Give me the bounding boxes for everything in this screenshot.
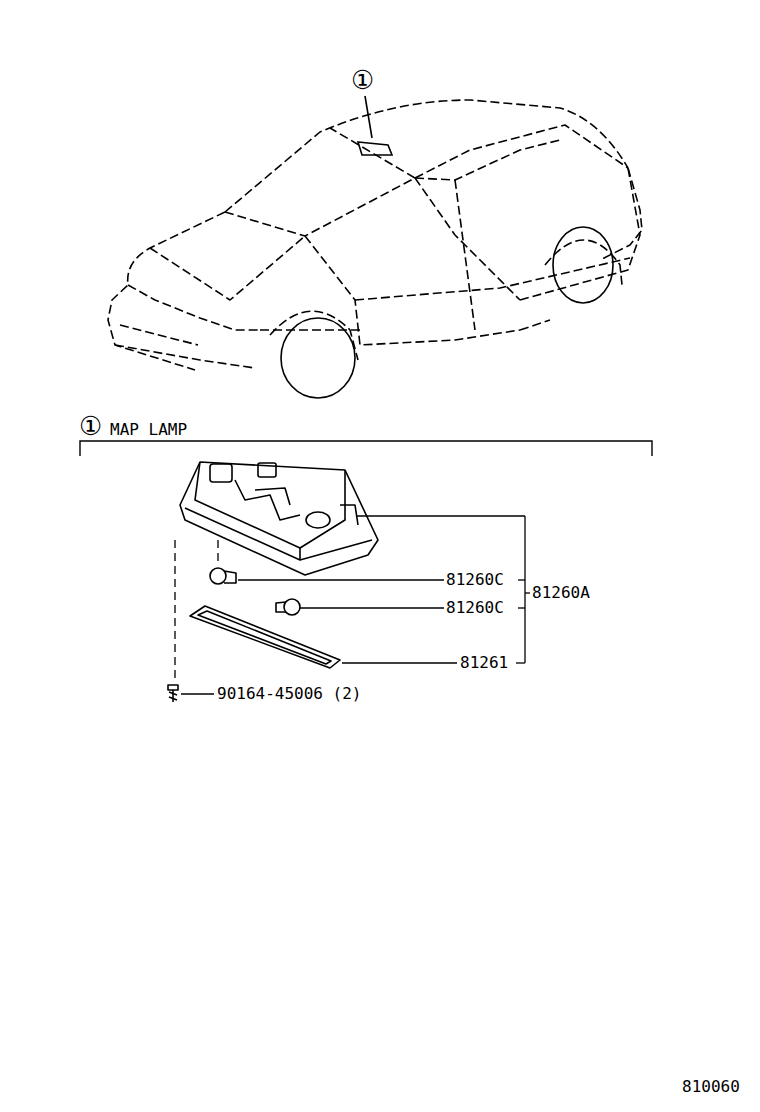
part-number: 81260C — [446, 599, 504, 617]
diagram-code: 810060 — [682, 1078, 740, 1096]
callout-number: ① — [351, 66, 374, 94]
section-title: MAP LAMP — [110, 421, 187, 439]
part-number: 81260C — [446, 571, 504, 589]
part-number: 90164-45006 (2) — [217, 685, 362, 703]
callout-number: ① — [79, 412, 102, 440]
part-number: 81260A — [532, 584, 590, 602]
part-number: 81261 — [460, 654, 508, 672]
